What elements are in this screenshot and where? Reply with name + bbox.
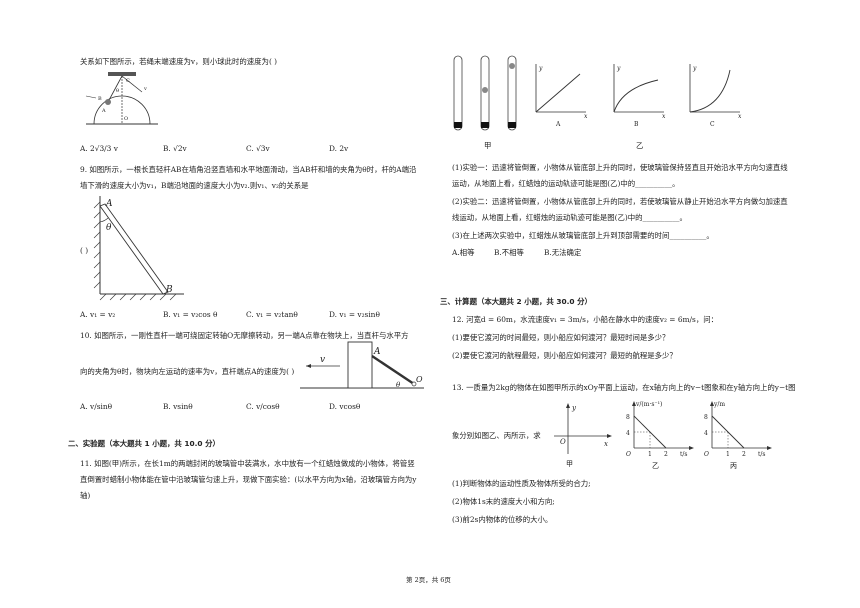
- q13-bing-xlabel: t/s: [758, 451, 766, 458]
- q10-option-a: A. v/sinθ: [80, 402, 113, 411]
- q11-part2-line1: (2)实验二：迅速将管倒置，小物体从管底部上升的同时，若使玻璃管从静止开始沿水平…: [452, 197, 788, 206]
- q13-jia-label: 甲: [566, 460, 573, 468]
- q9-stem-line1: 9. 如图所示，一根长直轻杆AB在墙角沿竖直墙和水平地面滑动，当AB杆和墙的夹角…: [80, 165, 417, 174]
- q11-part1-line2: 运动，从地面上看，红蜡烛的运动轨迹可能是图(乙)中的__________。: [452, 179, 680, 188]
- q11-stem-line1: 11. 如图(甲)所示，在长1m的两端封闭的玻璃管中装满水，水中放有一个红蜡烛做…: [80, 459, 415, 468]
- q10-fig-label-a: A: [373, 347, 381, 357]
- q11-part2-line2: 线运动，从地面上看，红蜡烛的运动轨迹可能是图(乙)中的__________。: [452, 213, 687, 222]
- q12-part1: (1)要使它渡河的时间最短，则小船应如何渡河？最短时间是多少？: [452, 333, 670, 342]
- q8-fig-label-theta: θ: [116, 88, 119, 94]
- q11-part1-line1: (1)实验一：迅速将管倒置，小物体从管底部上升的同时，使玻璃管保持竖直且开始沿水…: [452, 163, 788, 172]
- q8-fig-label-c: C: [126, 78, 130, 84]
- q8-fig-label-a: A: [101, 108, 106, 114]
- q9-figure: A θ B: [93, 196, 184, 301]
- q9-fig-label-b: B: [165, 285, 173, 295]
- q13-yi-origin: O: [626, 451, 631, 458]
- q12-part2: (2)要使它渡河的航程最短，则小船应如何渡河？最短的航程是多少？: [452, 351, 677, 360]
- q13-stem-line2: 象分别如图乙、丙所示，求: [452, 431, 541, 440]
- q10-stem-line2: 向的夹角为θ时，物块向左运动的速率为v，直杆端点A的速度为( ): [80, 367, 295, 376]
- q8-fig-label-o: O: [124, 116, 128, 122]
- q10-fig-label-theta: θ: [396, 381, 401, 389]
- q11-graph-a-label: A: [555, 121, 561, 128]
- q11-graph-b-y: y: [616, 65, 621, 72]
- q13-bing-tick-4: 4: [704, 430, 708, 437]
- q10-figure: v A θ O: [300, 341, 424, 389]
- q10-option-b: B. vsinθ: [163, 402, 193, 411]
- q13-yi-tick-8: 8: [626, 414, 630, 421]
- q11-graph-b: y x B: [613, 64, 666, 128]
- q13-part3: (3)前2s内物体的位移的大小。: [452, 515, 553, 524]
- q9-option-a: A. v₁ = v₂: [80, 310, 116, 319]
- q13-bing-tick-2: 2: [742, 451, 746, 458]
- q8-option-c: C. √3v: [246, 144, 270, 153]
- q8-option-d: D. 2v: [329, 144, 349, 153]
- q9-option-d: D. v₁ = v₂sinθ: [329, 310, 380, 319]
- q11-label-yi: 乙: [636, 141, 644, 150]
- q13-yi-tick-1: 1: [648, 451, 652, 458]
- page-footer: 第 2页，共 6页: [406, 576, 451, 584]
- q9-fig-label-theta: θ: [106, 223, 112, 233]
- q13-part1: (1)判断物体的运动性质及物体所受的合力;: [452, 479, 591, 488]
- q11-graph-c-label: C: [710, 121, 715, 128]
- q13-bing-tick-1: 1: [726, 451, 730, 458]
- q10-fig-label-o: O: [416, 375, 423, 384]
- q10-option-c: C. v/cosθ: [246, 402, 280, 411]
- q8-stem: 关系如下图所示，若绳末端速度为v，则小球此时的速度为( ): [80, 57, 278, 66]
- section-2-heading: 二、实验题（本大题共 1 小题，共 10.0 分）: [68, 439, 220, 448]
- q11-graph-c-x: x: [738, 113, 742, 120]
- q11-graph-c: y x C: [689, 64, 742, 128]
- q9-stem-line2: 墙下滑的速度大小为v₁，B端沿地面的速度大小为v₂.则v₁、v₂的关系是: [80, 181, 309, 190]
- q10-fig-label-v: v: [320, 355, 325, 365]
- q13-fig-bing: y/m 8 4 O 1 2 t/s 丙: [704, 401, 772, 470]
- q11-tubes-figure: [453, 55, 517, 131]
- q8-fig-label-b: B: [98, 96, 102, 102]
- q11-graph-a-y: y: [538, 65, 543, 72]
- q13-yi-label: 乙: [652, 462, 659, 470]
- q11-part3-option-c: B.无法确定: [544, 248, 582, 257]
- q11-part3-line: (3)在上述两次实验中，红蜡烛从玻璃管底部上升到顶部需要的时间_________…: [452, 231, 714, 240]
- q11-graph-b-x: x: [662, 113, 666, 120]
- q13-bing-ylabel: y/m: [713, 401, 725, 408]
- q13-bing-tick-8: 8: [704, 414, 708, 421]
- q13-bing-label: 丙: [730, 462, 737, 470]
- q13-bing-origin: O: [704, 451, 709, 458]
- q8-option-b: B. √2v: [163, 144, 187, 153]
- q13-yi-tick-2: 2: [664, 451, 668, 458]
- q8-figure: C B A O θ v: [85, 72, 158, 125]
- section-3-heading: 三、计算题（本大题共 2 小题，共 30.0 分）: [440, 297, 592, 306]
- q10-stem-line1: 10. 如图所示，一刚性直杆一端可绕固定转轴O无摩擦转动，另一端A点靠在物块上，…: [80, 331, 409, 340]
- q12-stem: 12. 河宽d = 60m，水流速度v₁ = 3m/s，小船在静水中的速度v₂ …: [452, 315, 718, 324]
- q11-stem-line3: 轴): [80, 491, 91, 500]
- q8-option-a: A. 2√3/3 v: [80, 144, 118, 153]
- q11-stem-line2: 直倒置时蜡制小物体能在管中沿玻璃管匀速上升，现做下面实验：(以水平方向为x轴，沿…: [80, 475, 417, 484]
- q11-graph-a-x: x: [584, 113, 588, 120]
- q13-fig-jia: y x O 甲: [554, 403, 612, 468]
- q13-yi-xlabel: t/s: [680, 451, 688, 458]
- q11-label-jia: 甲: [484, 141, 492, 150]
- q9-fig-label-a: A: [105, 199, 113, 209]
- q9-option-c: C. v₁ = v₂tanθ: [246, 310, 298, 319]
- q11-part3-option-b: B.不相等: [494, 248, 524, 257]
- q11-graph-a: y x A: [535, 64, 588, 128]
- q8-fig-label-v: v: [143, 86, 147, 92]
- q13-fig-yi: v/(m·s⁻¹) 8 4 O 1 2 t/s 乙: [626, 401, 694, 470]
- q13-stem-line1: 13. 一质量为2kg的物体在如图甲所示的xOy平面上运动，在x轴方向上的v−t…: [452, 383, 796, 392]
- q13-part2: (2)物体1s末的速度大小和方向;: [452, 497, 555, 506]
- q13-yi-ylabel: v/(m·s⁻¹): [635, 401, 662, 408]
- q11-part3-option-a: A.相等: [452, 248, 475, 257]
- q9-paren: ( ): [80, 246, 89, 255]
- q11-graph-b-label: B: [634, 121, 639, 128]
- q13-jia-x: x: [604, 440, 608, 448]
- q10-option-d: D. vcosθ: [329, 402, 361, 411]
- q11-graph-c-y: y: [692, 65, 697, 72]
- q13-jia-o: O: [560, 438, 566, 446]
- q13-yi-tick-4: 4: [626, 430, 630, 437]
- q13-jia-y: y: [571, 404, 577, 412]
- q9-option-b: B. v₁ = v₂cos θ: [163, 310, 218, 319]
